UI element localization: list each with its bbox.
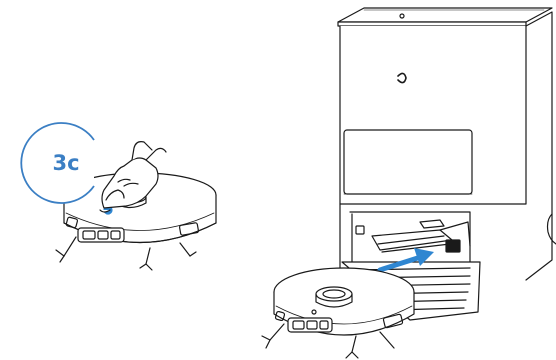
step-badge-label: 3c bbox=[52, 151, 79, 175]
docking-robot bbox=[262, 268, 414, 358]
step-badge: 3c bbox=[21, 123, 94, 203]
